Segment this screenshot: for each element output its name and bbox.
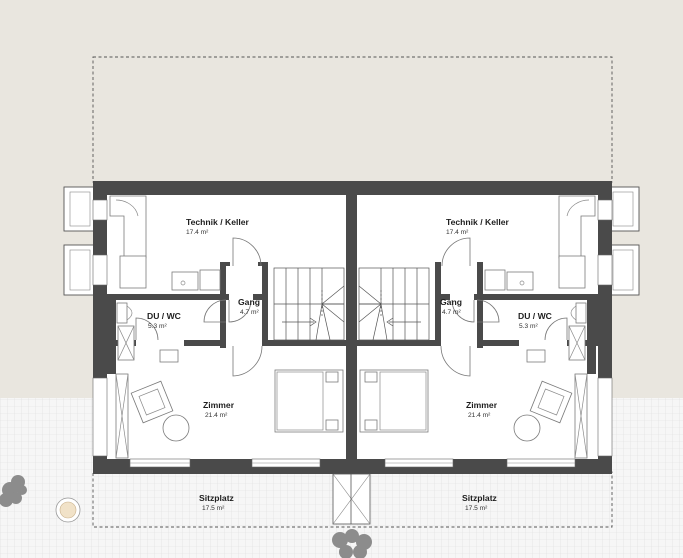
- room-area: 4.7 m²: [442, 309, 461, 316]
- room-name: Sitzplatz: [199, 493, 234, 503]
- fixtures-right: [359, 195, 596, 459]
- room-area: 17.4 m²: [446, 229, 469, 236]
- room-name: DU / WC: [518, 311, 552, 321]
- room-area: 21.4 m²: [468, 412, 491, 419]
- stair-left: [273, 267, 345, 341]
- room-area: 21.4 m²: [205, 412, 228, 419]
- room-area: 17.5 m²: [202, 505, 225, 512]
- room-labels-right: Technik / Keller 17.4 m² Gang 4.7 m² DU …: [440, 217, 552, 512]
- windows: [92, 199, 613, 468]
- room-name: Gang: [440, 297, 462, 307]
- garden-elements: [0, 475, 372, 558]
- room-area: 17.5 m²: [465, 505, 488, 512]
- paving-right: [612, 398, 683, 558]
- room-area: 17.4 m²: [186, 229, 209, 236]
- room-name: Technik / Keller: [446, 217, 510, 227]
- terrace-divider: [332, 473, 371, 525]
- stair-right: [358, 267, 430, 341]
- door-swings: [135, 237, 568, 377]
- room-name: Sitzplatz: [462, 493, 497, 503]
- light-wells: [63, 186, 640, 296]
- room-name: DU / WC: [147, 311, 181, 321]
- room-name: Zimmer: [203, 400, 235, 410]
- interior-walls: [107, 181, 598, 474]
- fixtures-left: [109, 195, 344, 459]
- room-name: Technik / Keller: [186, 217, 250, 227]
- room-name: Gang: [238, 297, 260, 307]
- room-area: 5.3 m²: [519, 323, 538, 330]
- room-area: 5.3 m²: [148, 323, 167, 330]
- room-labels-left: Technik / Keller 17.4 m² Gang 4.7 m² DU …: [147, 217, 260, 512]
- room-floors: [107, 195, 598, 459]
- room-area: 4.7 m²: [240, 309, 259, 316]
- room-name: Zimmer: [466, 400, 498, 410]
